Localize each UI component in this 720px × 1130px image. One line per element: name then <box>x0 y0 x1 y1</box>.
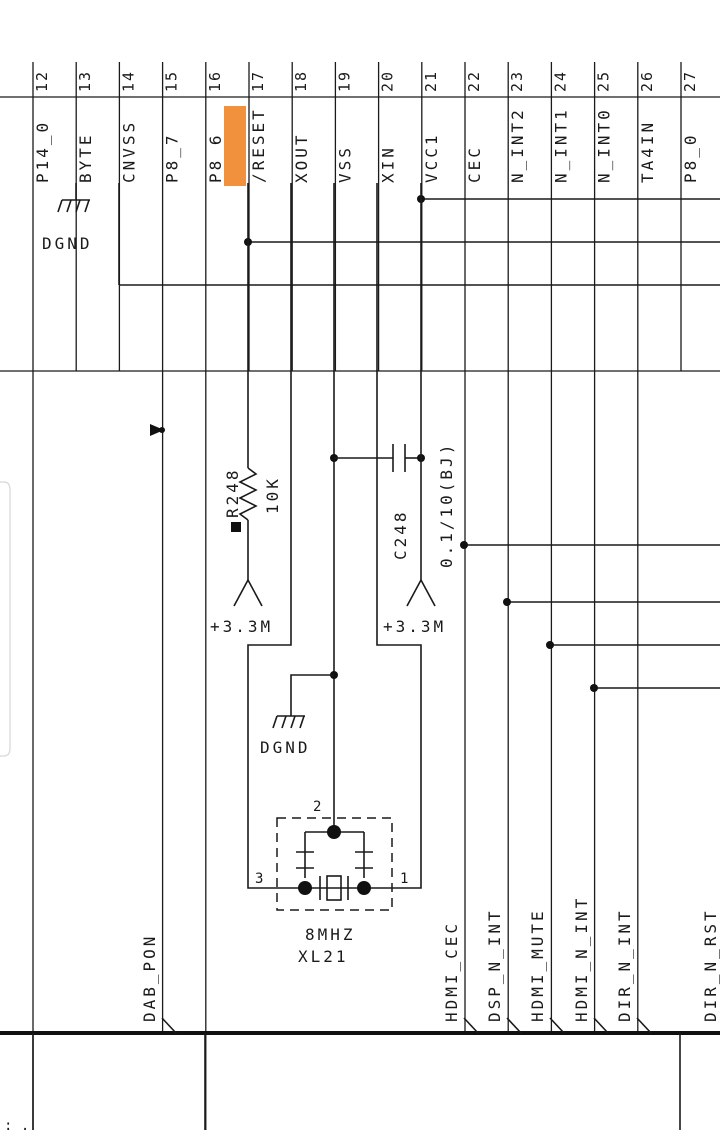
resistor-ref: R248 <box>223 467 242 518</box>
power-arrow-reset <box>233 579 263 607</box>
pin-number: 27 <box>681 70 699 92</box>
pin-number: 19 <box>335 70 353 92</box>
dsp-int-junction <box>503 598 511 606</box>
power-arrow-vcc <box>406 579 436 607</box>
dab-pon-dot <box>159 427 165 433</box>
pin-signal-name: P8_0 <box>681 132 700 183</box>
pin-number: 14 <box>119 70 137 92</box>
pin-signal-name: BYTE <box>76 132 95 183</box>
pin-number: 25 <box>595 70 613 92</box>
bus-entry <box>506 1017 522 1034</box>
ground-symbol-byte <box>57 199 90 213</box>
net-label: DIR_N_RST <box>701 908 720 1022</box>
bus-entries <box>161 1017 652 1034</box>
power-label-reset: +3.3M <box>210 617 273 636</box>
crystal-ref: XL21 <box>298 947 349 966</box>
pin-number: 21 <box>422 70 440 92</box>
net-label: DIR_N_INT <box>615 908 634 1022</box>
pin-signal-name: P8_7 <box>163 132 182 183</box>
net-label: HDMI_N_INT <box>572 896 591 1022</box>
pin-signal-name: N_INT2 <box>508 107 527 183</box>
pin-signal-name: CEC <box>465 145 484 183</box>
xtal-ground-label: DGND <box>260 738 311 757</box>
crystal-pin-right: 1 <box>400 871 408 887</box>
pin-signal-name: VSS <box>335 145 354 183</box>
hdmi-mute-junction <box>546 641 554 649</box>
pin-signal-name: XIN <box>379 145 398 183</box>
side-panel-edge <box>0 481 11 757</box>
byte-ground-label: DGND <box>42 234 93 253</box>
net-label: HDMI_CEC <box>442 921 461 1022</box>
pin-number: 13 <box>76 70 94 92</box>
pin-signal-name: N_INT1 <box>551 107 570 183</box>
pin-number: 20 <box>379 70 397 92</box>
net-label: DAB_PON <box>140 934 159 1022</box>
dab-pon-marker <box>150 424 164 436</box>
pin-number: 17 <box>249 70 267 92</box>
crystal-pin-top: 2 <box>313 799 321 815</box>
bus-entry <box>549 1017 565 1034</box>
xout-wire <box>247 183 292 889</box>
pin-number: 18 <box>292 70 310 92</box>
pin-number: 22 <box>465 70 483 92</box>
pin-number: 26 <box>638 70 656 92</box>
power-label-vcc: +3.3M <box>383 617 446 636</box>
pin-signal-name: XOUT <box>292 132 311 183</box>
pin-signal-name: N_INT0 <box>595 107 614 183</box>
hdmi-int-junction <box>590 684 598 692</box>
resistor-value: 10K <box>263 476 282 514</box>
pin-signal-name: CNVSS <box>119 120 138 183</box>
crystal-frequency: 8MHZ <box>305 925 356 944</box>
pin-number: 15 <box>163 70 181 92</box>
vss-ground-branch <box>290 674 334 716</box>
bus-entry <box>636 1017 652 1034</box>
resistor-pin1-marker <box>231 522 241 532</box>
capacitor-ref: C248 <box>391 509 410 560</box>
pin-signal-name: /RESET <box>249 107 268 183</box>
pin-signal-name: P8_6 <box>206 132 225 183</box>
pin-number: 24 <box>551 70 569 92</box>
pin-number: 23 <box>508 70 526 92</box>
pin-number: 12 <box>33 70 51 92</box>
resistor-r248 <box>238 467 258 521</box>
pin-signal-name: P14_0 <box>33 120 52 183</box>
pin-signal-name: TA4IN <box>638 120 657 183</box>
reset-highlight <box>224 106 246 186</box>
pin-signal-name: VCC1 <box>422 132 441 183</box>
bus-entry <box>463 1017 479 1034</box>
capacitor-value: 0.1/10(BJ) <box>437 442 456 568</box>
net-label: HDMI_MUTE <box>528 908 547 1022</box>
bus-entry <box>593 1017 609 1034</box>
ground-symbol-xtal <box>272 715 305 729</box>
bus-entry <box>161 1017 177 1034</box>
net-labels: DAB_PON HDMI_CEC DSP_N_INT HDMI_MUTE HDMI_N_… <box>140 896 720 1022</box>
xin-wire <box>364 183 422 889</box>
hdmi-cec-junction <box>460 541 468 549</box>
crystal-xl21 <box>276 817 393 911</box>
left-dots: : . <box>4 1118 29 1130</box>
net-label: DSP_N_INT <box>485 908 504 1022</box>
crystal-pin-left: 3 <box>255 871 263 887</box>
pin-number: 16 <box>206 70 224 92</box>
